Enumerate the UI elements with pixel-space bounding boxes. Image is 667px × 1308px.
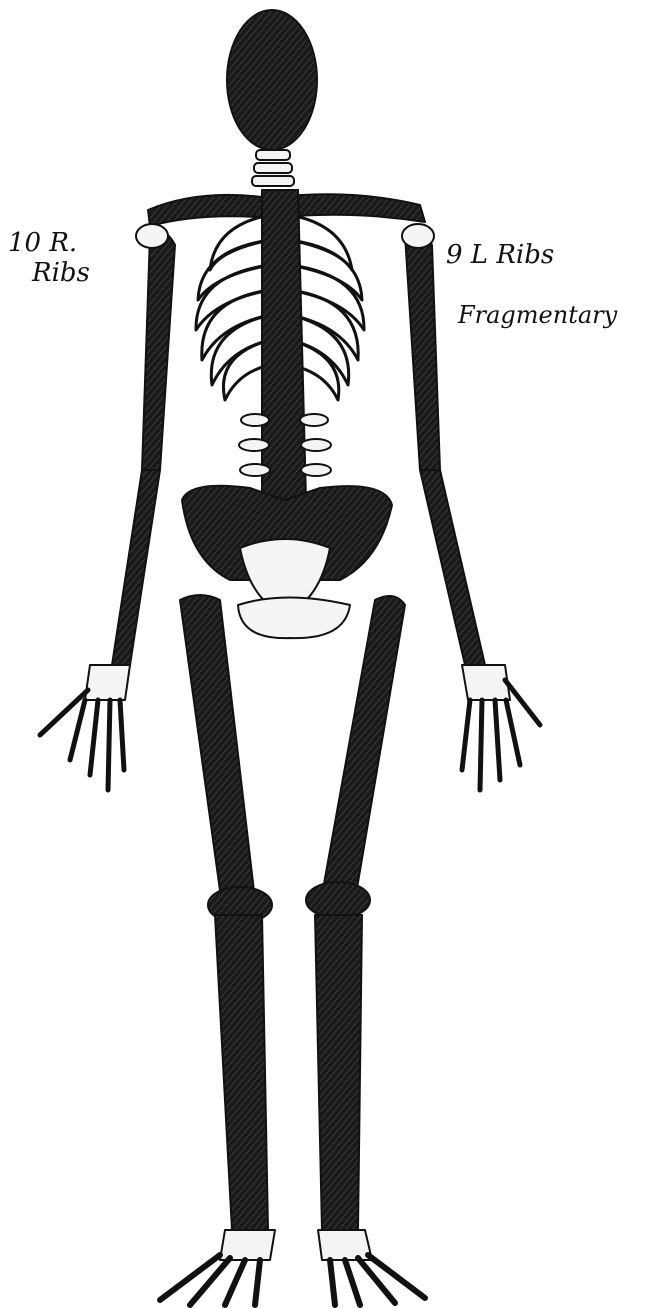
- fragmentary-note: Fragmentary: [458, 300, 617, 330]
- skull: [227, 10, 317, 150]
- right-arm: [112, 224, 175, 665]
- thoracic-lumbar-spine: [262, 190, 306, 500]
- left-leg: [306, 596, 405, 1230]
- right-ribs-note: 10 R. Ribs: [8, 228, 90, 288]
- left-ribs-note: 9 L Ribs: [446, 240, 554, 270]
- right-foot: [160, 1230, 275, 1305]
- right-ribs-count: 10 R.: [8, 228, 90, 258]
- pubic-region: [238, 598, 350, 639]
- left-foot: [318, 1230, 425, 1305]
- left-arm: [402, 224, 485, 665]
- right-hand: [40, 665, 130, 790]
- right-ribs-label: Ribs: [8, 258, 90, 288]
- left-hand: [462, 665, 540, 790]
- right-leg: [180, 595, 272, 1230]
- cervical-spine: [252, 150, 294, 186]
